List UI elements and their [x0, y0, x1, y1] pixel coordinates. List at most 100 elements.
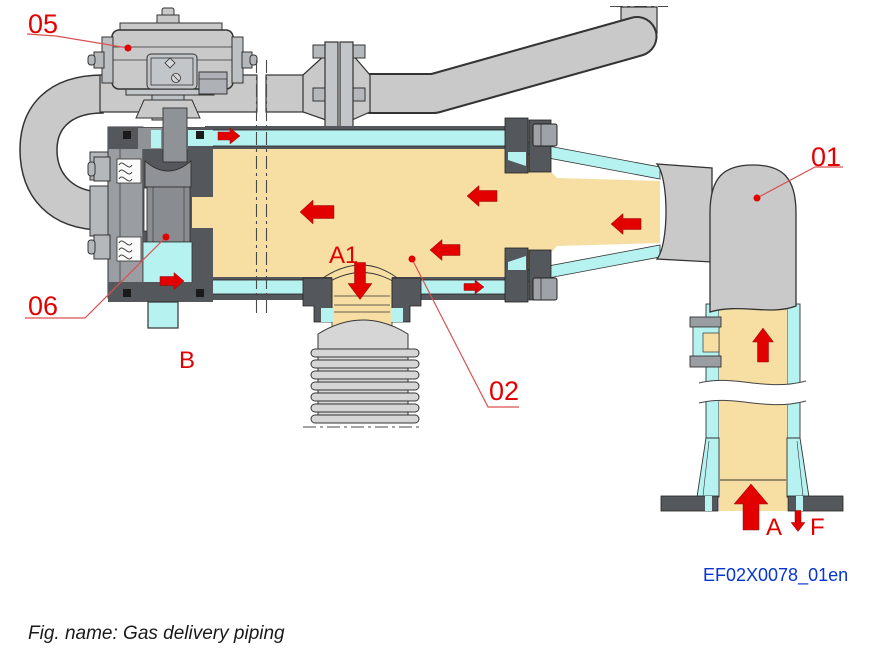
- valve-stem: [162, 107, 188, 163]
- bolt-section-mark: [123, 289, 131, 297]
- riser-break-band: [699, 380, 806, 405]
- bolt-section-mark: [196, 289, 204, 297]
- callout-06: 06: [28, 291, 58, 321]
- front-plate-inner: [150, 57, 194, 86]
- actuator-end-cap-right: [231, 36, 244, 84]
- valve-plug: [146, 186, 191, 243]
- valve-bolt: [93, 234, 111, 260]
- spring-washer: [116, 236, 142, 262]
- flow-arrow-up-icon: [733, 483, 769, 531]
- base-lining: [796, 496, 803, 511]
- flange-bolt: [351, 44, 366, 59]
- bellows-rib: [310, 348, 420, 358]
- figure-caption: Fig. name: Gas delivery piping: [28, 623, 285, 644]
- flange-hub-right: [351, 52, 371, 121]
- gooseneck-pipe: [19, 74, 104, 231]
- callouts: 05 06 01 02 A1 B A F: [25, 9, 843, 541]
- break-edge: [698, 399, 807, 406]
- flow-arrow-left-icon: [610, 212, 642, 236]
- flow-arrow-left-icon: [466, 184, 498, 208]
- pipe-elbow: [709, 164, 797, 313]
- bolt-cap: [87, 239, 96, 255]
- flange-plate: [324, 41, 339, 129]
- flange-lining-wedge: [508, 152, 526, 166]
- base-lining: [705, 496, 712, 511]
- inlet-riser-assembly: [655, 163, 844, 512]
- valve-flange-column: [107, 126, 144, 299]
- side-port-cap: [689, 316, 722, 328]
- riser-bore: [719, 300, 787, 511]
- elbow-stub: [655, 163, 713, 263]
- inlet-stub-b: [147, 301, 179, 329]
- leader-line-01: [756, 166, 843, 199]
- spring-washer: [116, 158, 142, 184]
- screw-icon: [164, 57, 176, 69]
- flow-label-a: A: [766, 514, 782, 541]
- bellows-expansion-joint: [303, 319, 421, 428]
- valve-port-window: [192, 197, 213, 228]
- skirt-line: [796, 440, 804, 497]
- spring-coils: [118, 162, 133, 182]
- flow-arrow-down-icon: [790, 510, 806, 532]
- bellows-rib: [310, 414, 420, 424]
- valve-seat: [144, 160, 192, 188]
- callout-02: 02: [489, 376, 519, 406]
- leader-line-05: [26, 33, 129, 49]
- bellows-rib: [310, 381, 420, 391]
- flow-arrow-left-icon: [429, 238, 461, 262]
- flange-bolt: [312, 44, 327, 59]
- riser-skirt-left: [696, 437, 720, 498]
- instrument-piping: [19, 5, 668, 231]
- bolt-section-mark: [123, 131, 131, 139]
- screw-slot: [172, 74, 180, 82]
- valve-bolt: [93, 156, 111, 182]
- bolt-cap: [87, 161, 96, 177]
- leader-line-06: [25, 236, 167, 319]
- flow-label-a1: A1: [329, 242, 358, 269]
- base-flange-left: [660, 495, 719, 512]
- bellows-rib: [310, 359, 420, 369]
- flow-arrow-right-icon: [217, 127, 241, 145]
- flow-arrow-up-icon: [752, 327, 774, 363]
- flange-bolt: [351, 87, 366, 102]
- callout-01: 01: [811, 142, 841, 172]
- main-pipe-section: [204, 117, 661, 303]
- bellows-rib: [310, 392, 420, 402]
- flow-arrow-right-icon: [159, 271, 185, 291]
- side-port-bore: [702, 332, 720, 353]
- break-centerlines: [255, 60, 268, 316]
- flange-bolt: [312, 87, 327, 102]
- bolt-cap: [87, 54, 96, 66]
- leader-dot-05: [124, 44, 132, 52]
- reducer-bore: [530, 149, 660, 277]
- control-valve: [87, 107, 213, 329]
- flow-arrow-right-icon: [463, 279, 485, 295]
- flange-plate: [339, 41, 354, 129]
- flow-label-b: B: [179, 347, 195, 374]
- valve-bottom-flange: [108, 282, 213, 302]
- flange-hub-left: [302, 52, 327, 121]
- solenoid-connector-box: [198, 71, 228, 95]
- riser-skirt-right: [786, 437, 810, 498]
- leader-line-02: [411, 258, 519, 408]
- side-port-cap: [689, 355, 722, 368]
- doc-reference: EF02X0078_01en: [703, 565, 848, 586]
- flange-bolt: [532, 277, 558, 301]
- leader-dot-02: [408, 255, 416, 263]
- leader-dot-06: [162, 233, 170, 241]
- bonnet-passage: [151, 130, 161, 148]
- callout-05: 05: [28, 9, 58, 39]
- break-edge: [698, 379, 807, 386]
- diagonal-pipe: [351, 18, 656, 112]
- saddle-lining: [321, 308, 333, 322]
- flow-arrows: [159, 127, 806, 532]
- leader-dot-01: [753, 194, 761, 202]
- flange-bolt: [532, 123, 558, 147]
- flange-lining-wedge: [508, 256, 526, 270]
- spring-coils: [118, 240, 133, 260]
- flow-arrow-left-icon: [299, 199, 335, 225]
- riser-wall-right: [786, 303, 801, 439]
- bolt-section-mark: [196, 131, 204, 139]
- gooseneck-tab: [89, 185, 109, 237]
